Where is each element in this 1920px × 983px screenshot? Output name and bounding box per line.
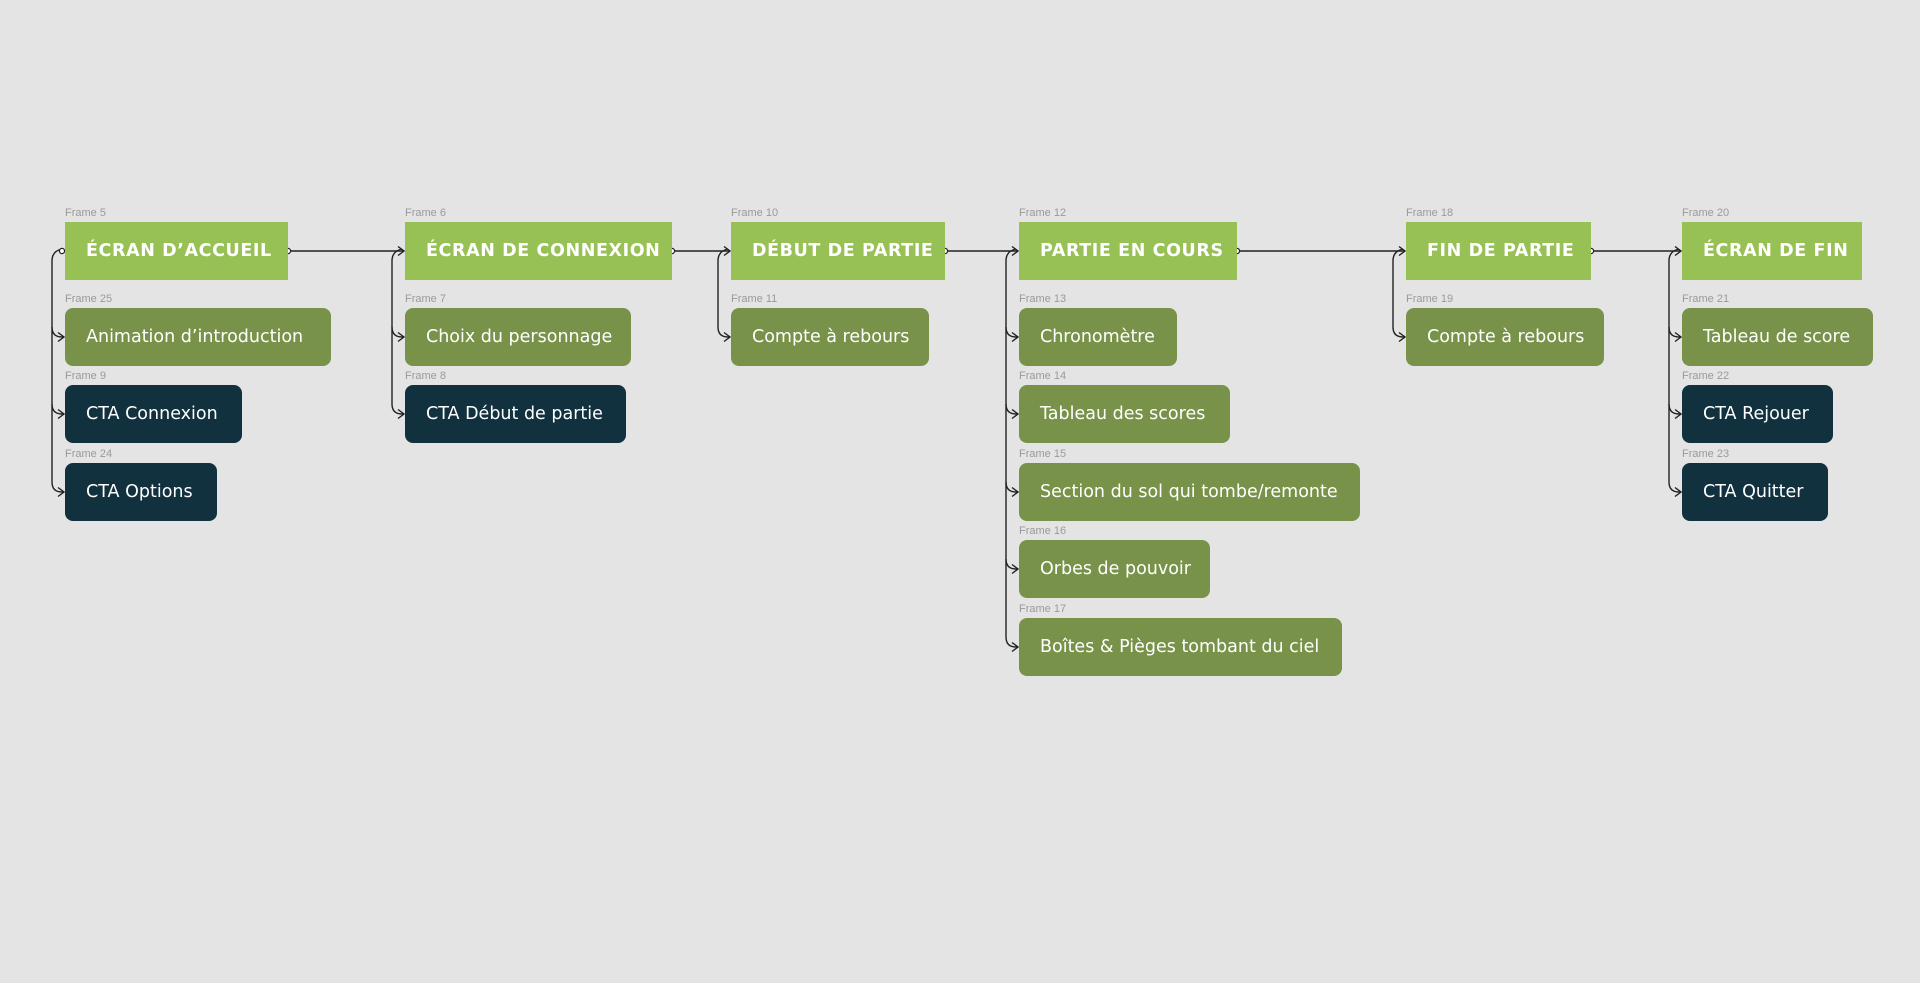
branch-choix-du-personnage — [391, 326, 404, 338]
frame-label-cta-debut-de-partie: Frame 8 — [405, 370, 446, 382]
cta-cta-options[interactable]: CTA Options — [65, 463, 217, 521]
connector-dot-start — [58, 247, 66, 255]
arrow-orbes-de-pouvoir — [1011, 563, 1020, 575]
arrow-tableau-des-scores — [1011, 408, 1020, 420]
arrow-cta-connexion — [57, 408, 66, 420]
arrow-section-du-sol-qui-tombe-remonte — [1011, 486, 1020, 498]
arrow-cta-quitter — [1674, 486, 1683, 498]
arrow-animation-d-introduction — [57, 331, 66, 343]
cta-cta-rejouer[interactable]: CTA Rejouer — [1682, 385, 1833, 443]
screen-ecran-de-connexion[interactable]: ÉCRAN DE CONNEXION — [405, 222, 672, 280]
spine-partie-en-cours — [1005, 248, 1017, 637]
flow-arrow-debut-de-partie — [1011, 245, 1020, 257]
spine-debut-de-partie — [717, 248, 729, 327]
frame-label-choix-du-personnage: Frame 7 — [405, 293, 446, 305]
spine-ecran-d-accueil — [51, 248, 63, 482]
feature-tableau-des-scores[interactable]: Tableau des scores — [1019, 385, 1230, 443]
frame-label-orbes-de-pouvoir: Frame 16 — [1019, 525, 1067, 537]
frame-label-ecran-de-fin: Frame 20 — [1682, 207, 1730, 219]
feature-chronometre[interactable]: Chronomètre — [1019, 308, 1177, 366]
spine-fin-de-partie — [1392, 248, 1404, 327]
arrow-chronometre — [1011, 331, 1020, 343]
cta-cta-quitter[interactable]: CTA Quitter — [1682, 463, 1828, 521]
feature-animation-d-introduction[interactable]: Animation d’introduction — [65, 308, 331, 366]
arrow-compte-a-rebours — [723, 331, 732, 343]
frame-label-boites-pieges-tombant-du-ciel: Frame 17 — [1019, 603, 1067, 615]
frame-label-tableau-de-score: Frame 21 — [1682, 293, 1730, 305]
branch-cta-connexion — [51, 403, 64, 415]
frame-label-fin-de-partie: Frame 18 — [1406, 207, 1454, 219]
branch-boites-pieges-tombant-du-ciel — [1005, 636, 1018, 648]
frame-label-animation-d-introduction: Frame 25 — [65, 293, 113, 305]
arrow-cta-options — [57, 486, 66, 498]
branch-cta-debut-de-partie — [391, 403, 404, 415]
arrow-cta-debut-de-partie — [397, 408, 406, 420]
branch-compte-a-rebours — [717, 326, 730, 338]
flow-arrow-ecran-d-accueil — [397, 245, 406, 257]
arrow-compte-a-rebours — [1398, 331, 1407, 343]
frame-label-section-du-sol-qui-tombe-remonte: Frame 15 — [1019, 448, 1067, 460]
spine-ecran-de-fin — [1668, 248, 1680, 482]
branch-animation-d-introduction — [51, 326, 64, 338]
branch-cta-options — [51, 481, 64, 493]
screen-ecran-d-accueil[interactable]: ÉCRAN D’ACCUEIL — [65, 222, 288, 280]
frame-label-cta-rejouer: Frame 22 — [1682, 370, 1730, 382]
frame-label-debut-de-partie: Frame 10 — [731, 207, 779, 219]
spine-ecran-de-connexion — [391, 248, 403, 404]
feature-choix-du-personnage[interactable]: Choix du personnage — [405, 308, 631, 366]
branch-compte-a-rebours — [1392, 326, 1405, 338]
screen-debut-de-partie[interactable]: DÉBUT DE PARTIE — [731, 222, 945, 280]
arrow-tableau-de-score — [1674, 331, 1683, 343]
arrow-boites-pieges-tombant-du-ciel — [1011, 641, 1020, 653]
flow-arrow-partie-en-cours — [1398, 245, 1407, 257]
frame-label-cta-connexion: Frame 9 — [65, 370, 106, 382]
cta-cta-debut-de-partie[interactable]: CTA Début de partie — [405, 385, 626, 443]
feature-compte-a-rebours[interactable]: Compte à rebours — [1406, 308, 1604, 366]
frame-label-cta-options: Frame 24 — [65, 448, 113, 460]
screen-partie-en-cours[interactable]: PARTIE EN COURS — [1019, 222, 1237, 280]
branch-cta-rejouer — [1668, 403, 1681, 415]
cta-cta-connexion[interactable]: CTA Connexion — [65, 385, 242, 443]
feature-boites-pieges-tombant-du-ciel[interactable]: Boîtes & Pièges tombant du ciel — [1019, 618, 1342, 676]
frame-label-compte-a-rebours: Frame 19 — [1406, 293, 1454, 305]
frame-label-partie-en-cours: Frame 12 — [1019, 207, 1067, 219]
branch-orbes-de-pouvoir — [1005, 558, 1018, 570]
screen-ecran-de-fin[interactable]: ÉCRAN DE FIN — [1682, 222, 1862, 280]
feature-tableau-de-score[interactable]: Tableau de score — [1682, 308, 1873, 366]
feature-section-du-sol-qui-tombe-remonte[interactable]: Section du sol qui tombe/remonte — [1019, 463, 1360, 521]
frame-label-ecran-d-accueil: Frame 5 — [65, 207, 106, 219]
branch-section-du-sol-qui-tombe-remonte — [1005, 481, 1018, 493]
branch-cta-quitter — [1668, 481, 1681, 493]
branch-tableau-de-score — [1668, 326, 1681, 338]
branch-chronometre — [1005, 326, 1018, 338]
feature-orbes-de-pouvoir[interactable]: Orbes de pouvoir — [1019, 540, 1210, 598]
flow-arrow-ecran-de-connexion — [723, 245, 732, 257]
arrow-cta-rejouer — [1674, 408, 1683, 420]
frame-label-cta-quitter: Frame 23 — [1682, 448, 1730, 460]
arrow-choix-du-personnage — [397, 331, 406, 343]
frame-label-tableau-des-scores: Frame 14 — [1019, 370, 1067, 382]
feature-compte-a-rebours[interactable]: Compte à rebours — [731, 308, 929, 366]
branch-tableau-des-scores — [1005, 403, 1018, 415]
frame-label-ecran-de-connexion: Frame 6 — [405, 207, 446, 219]
frame-label-chronometre: Frame 13 — [1019, 293, 1067, 305]
frame-label-compte-a-rebours: Frame 11 — [731, 293, 778, 305]
screen-fin-de-partie[interactable]: FIN DE PARTIE — [1406, 222, 1591, 280]
flow-arrow-fin-de-partie — [1674, 245, 1683, 257]
